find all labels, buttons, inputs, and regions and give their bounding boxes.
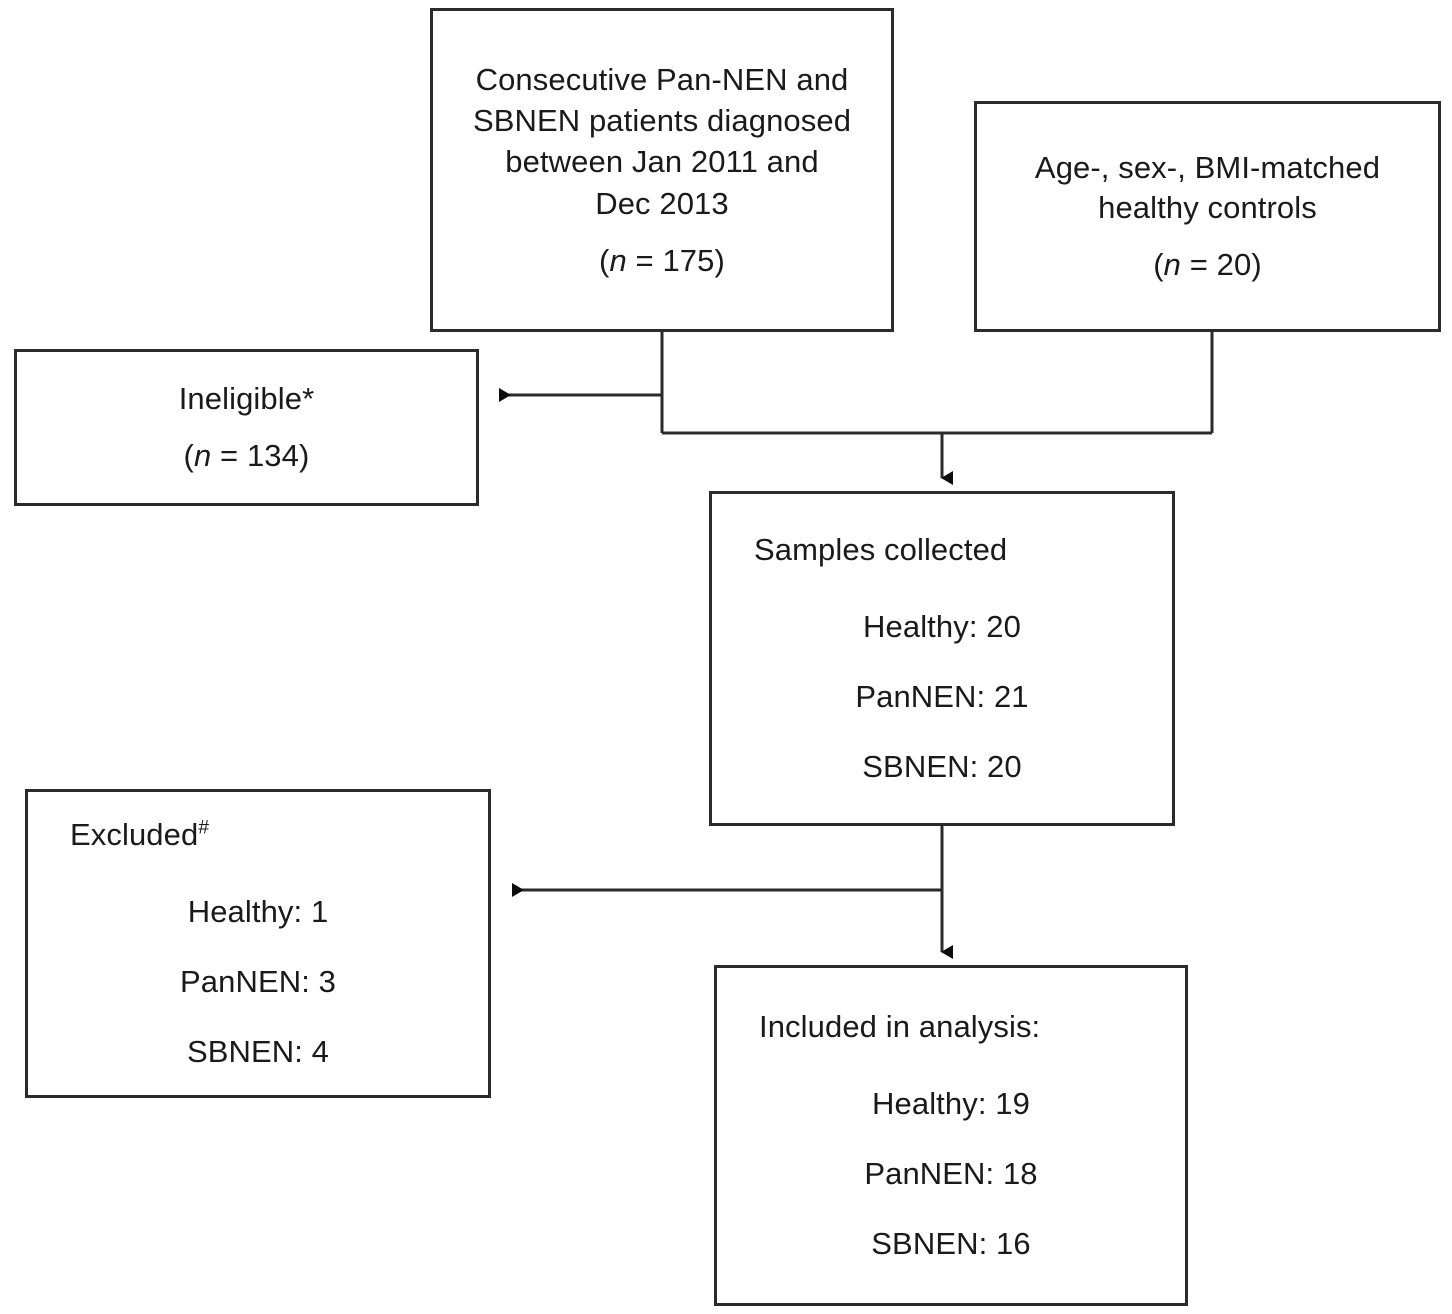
node-heading: Samples collected xyxy=(754,531,1008,567)
node-stat-pannen: PanNEN: 18 xyxy=(864,1156,1038,1192)
n-prefix: ( xyxy=(183,437,194,473)
node-included-in-analysis: Included in analysis: Healthy: 19 PanNEN… xyxy=(714,965,1188,1306)
n-value: 175 xyxy=(662,242,715,278)
node-stat-sbnen: SBNEN: 20 xyxy=(862,748,1022,784)
node-sample-size: (n = 20) xyxy=(995,245,1420,285)
node-text-line: Age-, sex-, BMI-matched xyxy=(1034,150,1381,185)
node-samples-collected: Samples collected Healthy: 20 PanNEN: 21… xyxy=(709,491,1175,826)
connector-junction-bar xyxy=(662,431,1212,485)
node-heading: Excluded# xyxy=(28,815,488,855)
n-suffix: ) xyxy=(714,242,725,278)
node-sample-size: (n = 134) xyxy=(35,436,458,476)
n-value: 20 xyxy=(1216,246,1252,282)
node-stat-sbnen: SBNEN: 16 xyxy=(871,1225,1031,1261)
n-suffix: ) xyxy=(299,437,310,473)
footnote-marker-asterisk: * xyxy=(302,381,315,417)
node-text-line: between Jan 2011 and xyxy=(505,144,819,180)
node-excluded: Excluded# Healthy: 1 PanNEN: 3 SBNEN: 4 xyxy=(25,789,491,1098)
node-text-line: healthy controls xyxy=(1098,190,1317,226)
n-symbol: n xyxy=(609,242,627,278)
footnote-marker-hash: # xyxy=(198,817,210,839)
n-prefix: ( xyxy=(599,242,610,278)
node-text-line: Consecutive Pan-NEN and xyxy=(475,61,849,97)
n-equals: = xyxy=(1181,246,1217,282)
n-value: 134 xyxy=(246,437,299,473)
node-stat-pannen: PanNEN: 21 xyxy=(855,679,1029,715)
node-stat-healthy: Healthy: 20 xyxy=(863,609,1021,645)
n-suffix: ) xyxy=(1251,246,1262,282)
node-stat-sbnen: SBNEN: 4 xyxy=(186,1033,330,1069)
n-equals: = xyxy=(626,242,663,278)
node-stat-healthy: Healthy: 19 xyxy=(872,1086,1030,1122)
node-healthy-controls: Age-, sex-, BMI-matched healthy controls… xyxy=(974,101,1441,332)
node-text-line: SBNEN patients diagnosed xyxy=(472,103,852,139)
node-text-line: Dec 2013 xyxy=(595,185,729,221)
node-ineligible: Ineligible* (n = 134) xyxy=(14,349,479,506)
node-stat-pannen: PanNEN: 3 xyxy=(180,964,336,1000)
node-sample-size: (n = 175) xyxy=(451,240,873,281)
n-symbol: n xyxy=(193,437,212,473)
node-heading: Ineligible* xyxy=(35,379,458,419)
node-heading-text: Ineligible xyxy=(178,381,303,417)
n-symbol: n xyxy=(1163,246,1181,282)
node-consecutive-patients: Consecutive Pan-NEN and SBNEN patients d… xyxy=(430,8,894,332)
node-heading-text: Excluded xyxy=(70,816,199,852)
node-heading: Included in analysis: xyxy=(759,1008,1041,1044)
n-equals: = xyxy=(211,437,247,473)
n-prefix: ( xyxy=(1153,246,1164,282)
node-stat-healthy: Healthy: 1 xyxy=(187,894,329,930)
